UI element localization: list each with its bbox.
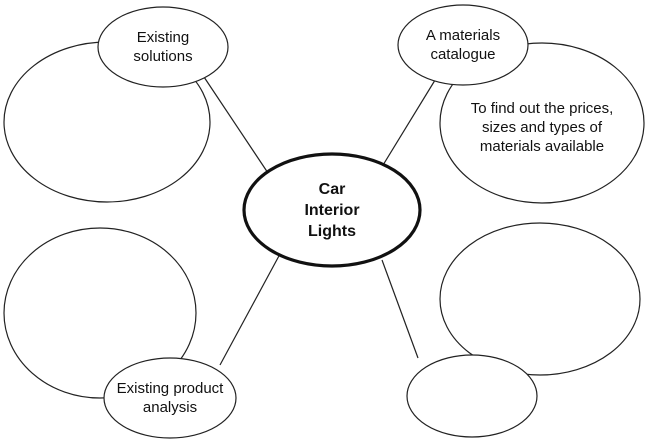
connector-existing-solutions	[203, 76, 271, 177]
center-bubble	[242, 152, 422, 268]
connector-materials-catalogue	[379, 71, 441, 171]
existing-solutions-label: Existing solutions	[133, 29, 193, 65]
connector-bottom-right	[381, 259, 419, 359]
existing-product-analysis-label: Existing product analysis	[116, 380, 224, 416]
catalogue-note-bubble	[439, 42, 645, 204]
materials-catalogue-bubble	[397, 4, 529, 86]
existing-product-analysis-bubble	[103, 357, 237, 439]
connector-existing-product-analysis	[219, 253, 281, 366]
empty-bubble-bottom-left	[3, 227, 197, 399]
empty-bubble-small-bottom-right	[406, 354, 538, 438]
existing-solutions-bubble	[97, 6, 229, 88]
empty-bubble-bottom-right	[439, 222, 641, 376]
center-label: Car Interior Lights	[304, 180, 360, 240]
catalogue-note-label: To find out the prices, sizes and types …	[470, 99, 614, 155]
materials-catalogue-label: A materials catalogue	[425, 27, 501, 63]
